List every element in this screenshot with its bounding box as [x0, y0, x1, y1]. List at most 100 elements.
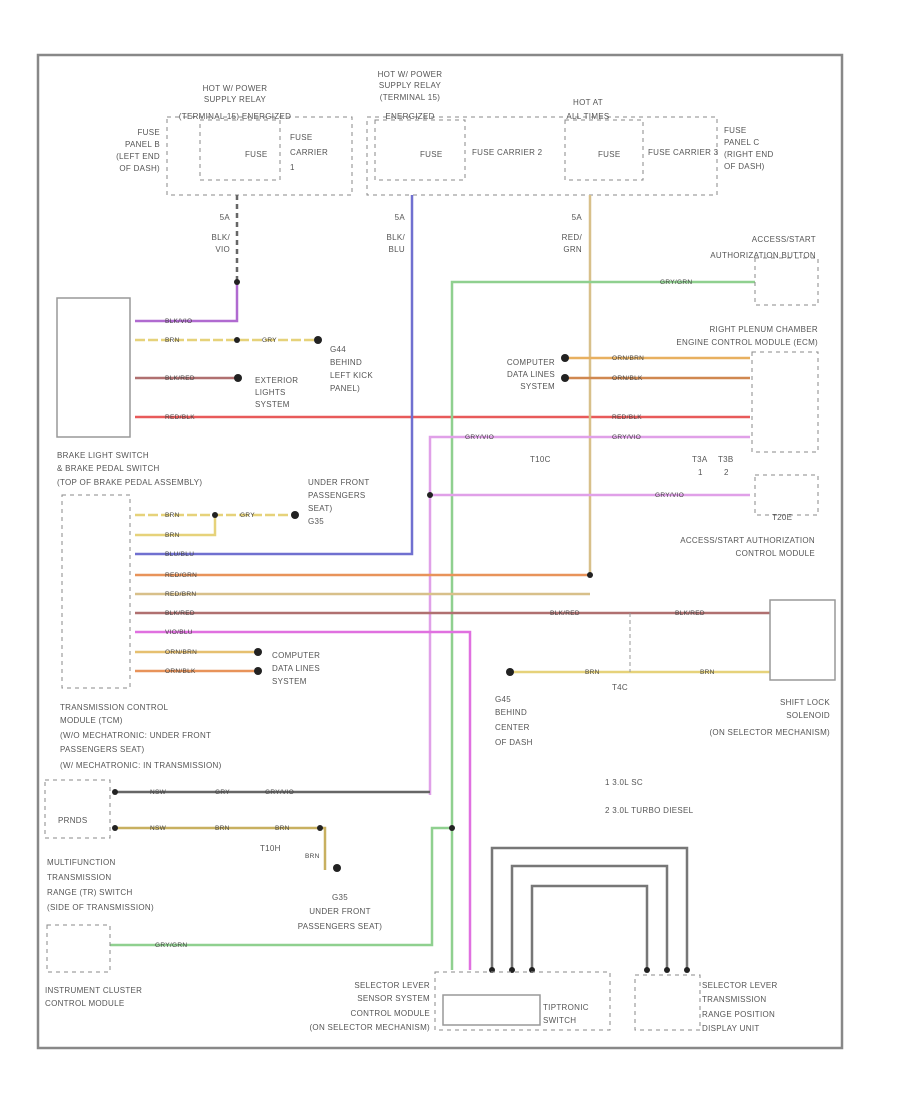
feed1-label-2: BLK/ [211, 233, 230, 242]
wire-vio-blu [135, 630, 472, 970]
wire-label: ORN/BRN [165, 649, 197, 656]
cluster-label-2: CONTROL MODULE [45, 999, 124, 1008]
fuse-label-1: FUSE [245, 150, 268, 159]
data-lines-2-label-2: DATA LINES [272, 664, 320, 673]
shift-lock-label-2: SOLENOID [786, 711, 830, 720]
g35b-label-2: UNDER FRONT [309, 907, 371, 916]
wire-blk-vio [135, 282, 239, 323]
g35a-label-4: G35 [308, 517, 324, 526]
wire-label: RED/GRN [165, 572, 197, 579]
wire-brn-3 [135, 515, 217, 537]
fuse-panel-c-label-3: (RIGHT END [724, 150, 774, 159]
feed3-label-2: RED/ [562, 233, 583, 242]
access-button-box [754, 257, 819, 306]
fuse-carrier-2-label: FUSE CARRIER 2 [472, 148, 543, 157]
tr-switch-label-4: (SIDE OF TRANSMISSION) [47, 903, 154, 912]
component-labels: ACCESS/START AUTHORIZATION BUTTON RIGHT … [45, 235, 830, 1033]
feed1-label: 5A [220, 213, 231, 222]
data-lines-1-label: COMPUTER [507, 358, 555, 367]
fuse-carrier-1-label-3: 1 [290, 163, 295, 172]
wire-label: BRN [165, 512, 180, 519]
fuse-panel-c-label-4: OF DASH) [724, 162, 765, 171]
exterior-lights-label-2: LIGHTS [255, 388, 286, 397]
tiptronic-label-2: SWITCH [543, 1016, 576, 1025]
g44-label: G44 [330, 345, 346, 354]
access-button-label-2: AUTHORIZATION BUTTON [710, 251, 816, 260]
feed2-label-2: BLK/ [386, 233, 405, 242]
wire-label: BLK/RED [675, 610, 705, 617]
hot-label-3: HOT AT [573, 98, 603, 107]
fuse-panel-c-label-2: PANEL C [724, 138, 759, 147]
g45-label: G45 [495, 695, 511, 704]
g45-label-4: OF DASH [495, 738, 533, 747]
hot-label-1: HOT W/ POWER [203, 84, 268, 93]
fuse-panel-b [166, 116, 353, 196]
wires [110, 195, 770, 970]
wire-color-labels: BLK/VIO BRN GRY BLK/RED RED/BLK RED/BLK … [150, 279, 714, 949]
fuse-panel-b-label-3: (LEFT END [116, 152, 160, 161]
wire-gray-1 [490, 846, 689, 970]
t10c-label: T10C [530, 455, 551, 464]
tcm-label-4: PASSENGERS SEAT) [60, 745, 145, 754]
fuse-panel-c-row [366, 116, 718, 196]
feed3-label: 5A [572, 213, 583, 222]
wire-gry-vio [428, 435, 750, 795]
g44-label-2: BEHIND [330, 358, 362, 367]
cluster-box [46, 924, 111, 973]
wire-label: BRN [305, 853, 320, 860]
t10h-label: T10H [260, 844, 281, 853]
wire-label: RED/BRN [165, 591, 196, 598]
diagram-frame [36, 53, 844, 1050]
ecm-label-2: ENGINE CONTROL MODULE (ECM) [676, 338, 818, 347]
g35b-label-3: PASSENGERS SEAT) [298, 922, 383, 931]
tr-switch-box [44, 779, 111, 839]
ecm-box [751, 351, 819, 453]
cluster-label: INSTRUMENT CLUSTER [45, 986, 142, 995]
wire-label: RED/BLK [165, 414, 195, 421]
shift-lock-solenoid-box [769, 599, 836, 681]
wire-gray-3 [530, 884, 649, 970]
fuse-carrier-1-label-2: CARRIER [290, 148, 328, 157]
note-2: 2 3.0L TURBO DIESEL [605, 806, 694, 815]
wire-label: GRY/VIO [465, 434, 494, 441]
wire-label: NSW [150, 789, 167, 796]
data-lines-2-label-3: SYSTEM [272, 677, 307, 686]
ground-labels: G44 BEHIND LEFT KICK PANEL) UNDER FRONT … [298, 345, 533, 931]
t3a-label: T3A [692, 455, 708, 464]
wire-label: ORN/BLK [612, 375, 643, 382]
tr-switch-label-2: TRANSMISSION [47, 873, 112, 882]
feed1-label-3: VIO [215, 245, 230, 254]
selector-module-label: SELECTOR LEVER [354, 981, 430, 990]
fuse-carrier-2 [374, 119, 466, 181]
wire-label: ORN/BLK [165, 668, 196, 675]
wire-gry-grn [110, 826, 452, 947]
feed3-label-3: GRN [563, 245, 582, 254]
wire-label: GRY [262, 337, 277, 344]
tcm-label-3: (W/O MECHATRONIC: UNDER FRONT [60, 731, 211, 740]
hot-label-1b: SUPPLY RELAY [204, 95, 267, 104]
brake-switch-label-2: & BRAKE PEDAL SWITCH [57, 464, 160, 473]
t3b-number: 2 [724, 468, 729, 477]
tr-switch-inner-label: PRNDS [58, 816, 88, 825]
wire-label: BLU/BLU [165, 551, 194, 558]
fuse-panel-c-label: FUSE [724, 126, 747, 135]
system-labels: EXTERIOR LIGHTS SYSTEM COMPUTER DATA LIN… [255, 358, 555, 686]
exterior-lights-label: EXTERIOR [255, 376, 298, 385]
wire-blu-blu [135, 195, 414, 556]
g45-label-2: BEHIND [495, 708, 527, 717]
selector-module-label-2: SENSOR SYSTEM [357, 994, 430, 1003]
access-module-label-2: CONTROL MODULE [736, 549, 815, 558]
wire-tr-2 [115, 826, 327, 870]
selector-module-label-3: CONTROL MODULE [351, 1009, 430, 1018]
feed2-label: 5A [395, 213, 406, 222]
fuse-label-3: FUSE [598, 150, 621, 159]
wire-label: VIO/BLU [165, 629, 193, 636]
notes: 1 3.0L SC 2 3.0L TURBO DIESEL [605, 778, 694, 815]
data-lines-1-label-2: DATA LINES [507, 370, 555, 379]
t20e-label: T20E [772, 513, 792, 522]
fuse-carrier-1-label: FUSE [290, 133, 313, 142]
g45-label-3: CENTER [495, 723, 530, 732]
t3b-label: T3B [718, 455, 734, 464]
power-labels: HOT W/ POWER SUPPLY RELAY (TERMINAL 15) … [116, 70, 773, 254]
